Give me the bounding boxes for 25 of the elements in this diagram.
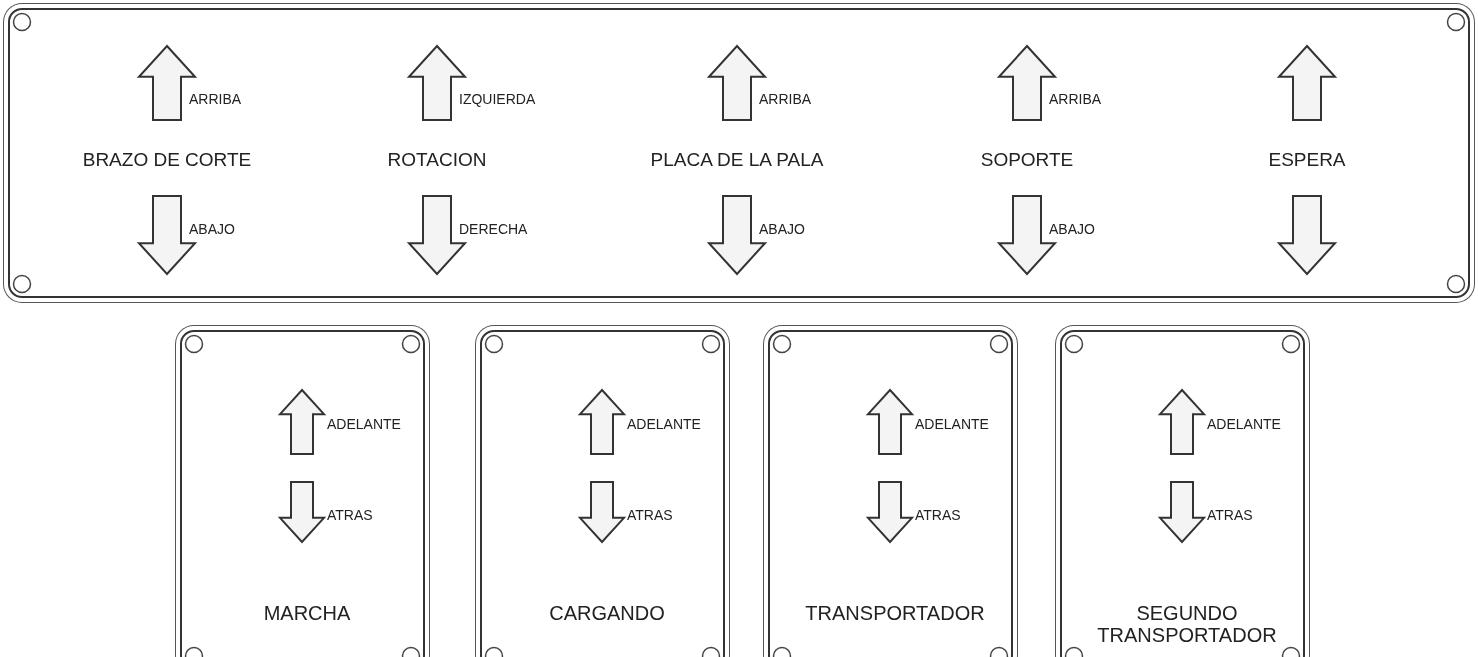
direction-label: ABAJO (189, 222, 235, 238)
direction-label: ABAJO (1049, 222, 1095, 238)
panel-title: MARCHA (262, 602, 352, 624)
function-label: ROTACION (387, 150, 487, 171)
panel-title: SEGUNDO TRANSPORTADOR (1096, 602, 1278, 646)
direction-label: ADELANTE (627, 417, 701, 433)
direction-label: ARRIBA (189, 92, 242, 108)
function-label: PLACA DE LA PALA (650, 150, 824, 171)
direction-label: ATRAS (915, 508, 961, 524)
direction-label: ADELANTE (327, 417, 401, 433)
direction-label: ARRIBA (759, 92, 812, 108)
panel-title: TRANSPORTADOR (804, 602, 986, 624)
direction-label: IZQUIERDA (459, 92, 536, 108)
direction-label: DERECHA (459, 222, 528, 238)
direction-label: ATRAS (327, 508, 373, 524)
direction-label: ADELANTE (1207, 417, 1281, 433)
direction-label: ADELANTE (915, 417, 989, 433)
direction-label: ABAJO (759, 222, 805, 238)
function-label: ESPERA (1268, 150, 1346, 171)
direction-label: ATRAS (1207, 508, 1253, 524)
function-label: BRAZO DE CORTE (82, 150, 252, 171)
direction-label: ATRAS (627, 508, 673, 524)
function-label: SOPORTE (980, 150, 1074, 171)
direction-label: ARRIBA (1049, 92, 1102, 108)
panel-title: CARGANDO (548, 602, 666, 624)
